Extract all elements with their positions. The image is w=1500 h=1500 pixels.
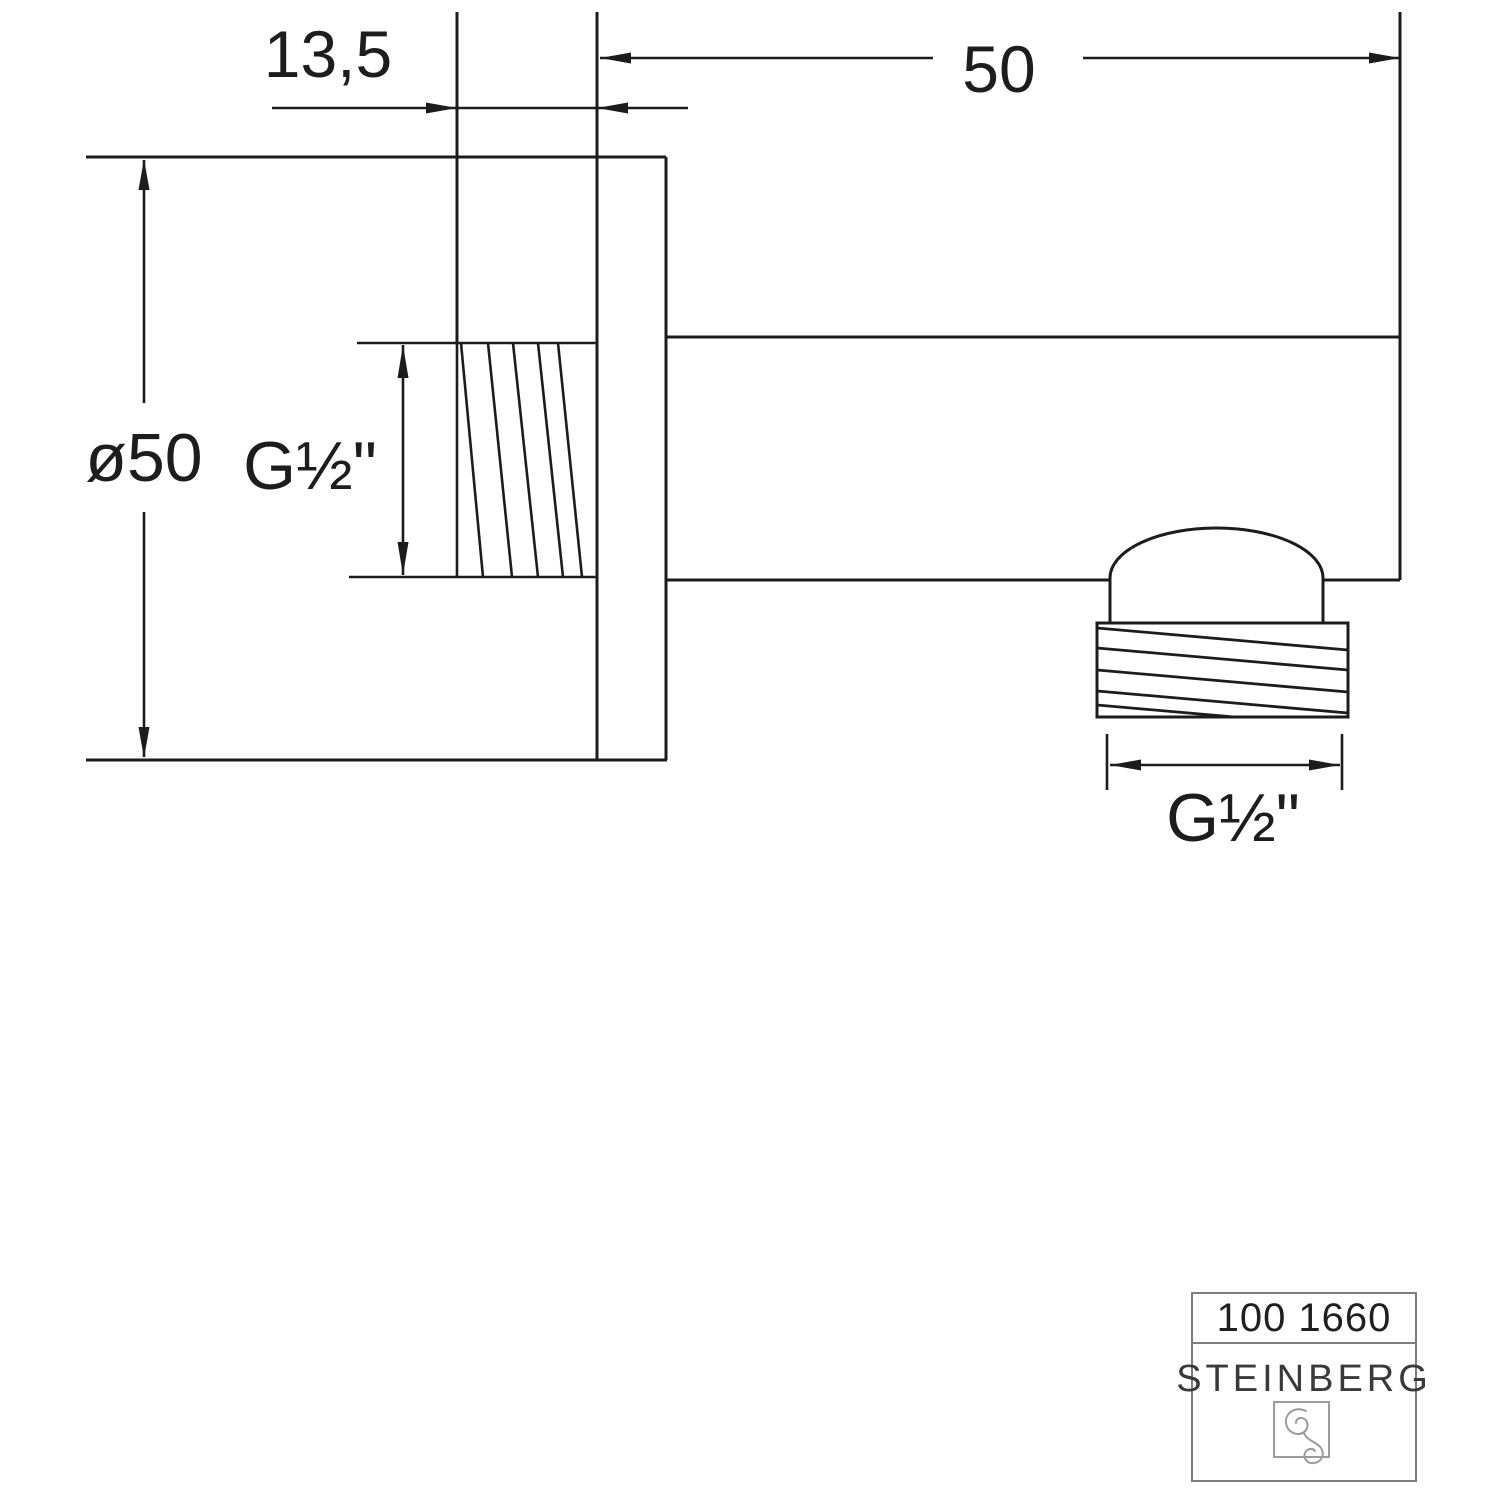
article-number: 100 1660 xyxy=(1193,1294,1415,1344)
dimension-projection: 50 xyxy=(600,32,1400,106)
title-block: 100 1660 STEINBERG xyxy=(1176,1292,1432,1482)
dimension-plate-diameter: ø50 xyxy=(85,159,203,758)
thread-hatch-line xyxy=(556,342,584,578)
collar-thread-line xyxy=(1097,703,1250,717)
brand-name: STEINBERG xyxy=(1176,1358,1432,1400)
dimension-label-50: 50 xyxy=(962,32,1035,106)
collar-thread-line xyxy=(1097,646,1348,672)
arrowhead-left xyxy=(600,52,631,64)
thread-hatch-line xyxy=(486,342,514,578)
collar-thread-line xyxy=(1097,668,1348,694)
body-outline xyxy=(455,12,1402,582)
dimension-label-dia-50: ø50 xyxy=(85,420,202,496)
arrowhead-down xyxy=(138,727,150,758)
thread-hatch-line xyxy=(511,342,540,578)
thread-hatch-line xyxy=(459,342,485,578)
arrowhead-up xyxy=(397,345,409,378)
outlet-connector xyxy=(1095,526,1350,719)
dimension-label-inlet-thread: G½" xyxy=(243,428,377,504)
dimension-inlet-thread: G½" xyxy=(243,345,409,575)
arrowhead-left xyxy=(597,102,628,114)
dimension-outlet-thread: G½" xyxy=(1105,734,1344,856)
arrowhead-right xyxy=(426,102,457,114)
arrowhead-right xyxy=(1369,52,1400,64)
dimension-wall-clearance: 13,5 xyxy=(264,17,688,114)
arrowhead-down xyxy=(397,542,409,575)
dimension-label-13-5: 13,5 xyxy=(264,17,392,91)
arrowhead-up xyxy=(138,159,150,190)
escutcheon-plate-outline xyxy=(86,12,668,762)
steinberg-logo-icon xyxy=(1273,1401,1330,1465)
dimension-label-outlet-thread: G½" xyxy=(1166,780,1300,856)
arrowhead-right xyxy=(1309,759,1340,771)
thread-hatch-line xyxy=(536,342,565,578)
collar-thread-line xyxy=(1097,626,1348,652)
inlet-thread-section xyxy=(349,341,597,579)
collar-thread-line xyxy=(1097,689,1348,715)
connector-dome xyxy=(1108,526,1325,623)
arrowhead-left xyxy=(1110,759,1141,771)
